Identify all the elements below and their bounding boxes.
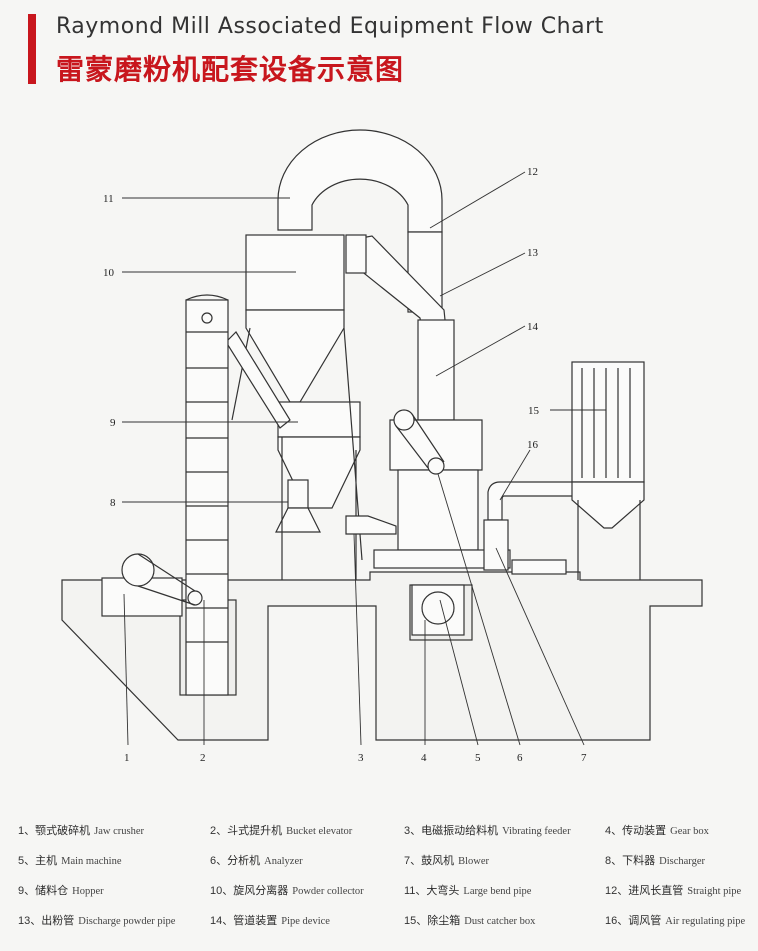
callout-2: 2 bbox=[200, 752, 206, 764]
vibrating-feeder bbox=[345, 515, 397, 535]
air-regulating-pipe bbox=[487, 481, 575, 521]
discharger bbox=[287, 479, 309, 509]
dust-catcher-box bbox=[571, 361, 645, 483]
title-accent-bar bbox=[28, 14, 36, 84]
pipe-device bbox=[417, 319, 455, 421]
callout-12: 12 bbox=[527, 166, 538, 178]
callout-8: 8 bbox=[110, 497, 116, 509]
callout-14: 14 bbox=[527, 321, 539, 333]
callout-5: 5 bbox=[475, 752, 481, 764]
analyzer-housing bbox=[389, 419, 483, 471]
callout-3: 3 bbox=[358, 752, 364, 764]
callout-10: 10 bbox=[103, 267, 115, 279]
main-machine bbox=[397, 469, 479, 551]
callout-15: 15 bbox=[528, 405, 540, 417]
hopper bbox=[277, 401, 361, 438]
callout-labels: 11 10 9 8 12 13 14 15 16 1 2 3 4 5 6 7 bbox=[103, 166, 587, 764]
callout-11: 11 bbox=[103, 193, 114, 205]
gear-box-motor bbox=[421, 591, 455, 625]
title-english: Raymond Mill Associated Equipment Flow C… bbox=[56, 14, 604, 39]
bucket-elevator bbox=[185, 299, 229, 696]
callout-13: 13 bbox=[527, 247, 539, 259]
dust-catcher-cone bbox=[571, 481, 645, 529]
pipe-flange bbox=[345, 234, 367, 274]
elevator-chute bbox=[225, 331, 291, 429]
callout-4: 4 bbox=[421, 752, 427, 764]
jaw-crusher-flywheel bbox=[121, 553, 155, 587]
callout-9: 9 bbox=[110, 417, 116, 429]
cyclone-body bbox=[245, 234, 345, 311]
title-chinese: 雷蒙磨粉机配套设备示意图 bbox=[56, 53, 405, 86]
blower bbox=[483, 519, 509, 571]
analyzer-pulley-top bbox=[393, 409, 415, 431]
large-bend-pipe bbox=[277, 129, 443, 233]
callout-7: 7 bbox=[581, 752, 587, 764]
equipment-diagram: 11 10 9 8 12 13 14 15 16 1 2 3 4 5 6 7 bbox=[61, 129, 703, 764]
main-machine-base bbox=[373, 549, 511, 569]
analyzer-pulley-bottom bbox=[427, 457, 445, 475]
callout-16: 16 bbox=[527, 439, 539, 451]
callout-6: 6 bbox=[517, 752, 523, 764]
callout-1: 1 bbox=[124, 752, 130, 764]
